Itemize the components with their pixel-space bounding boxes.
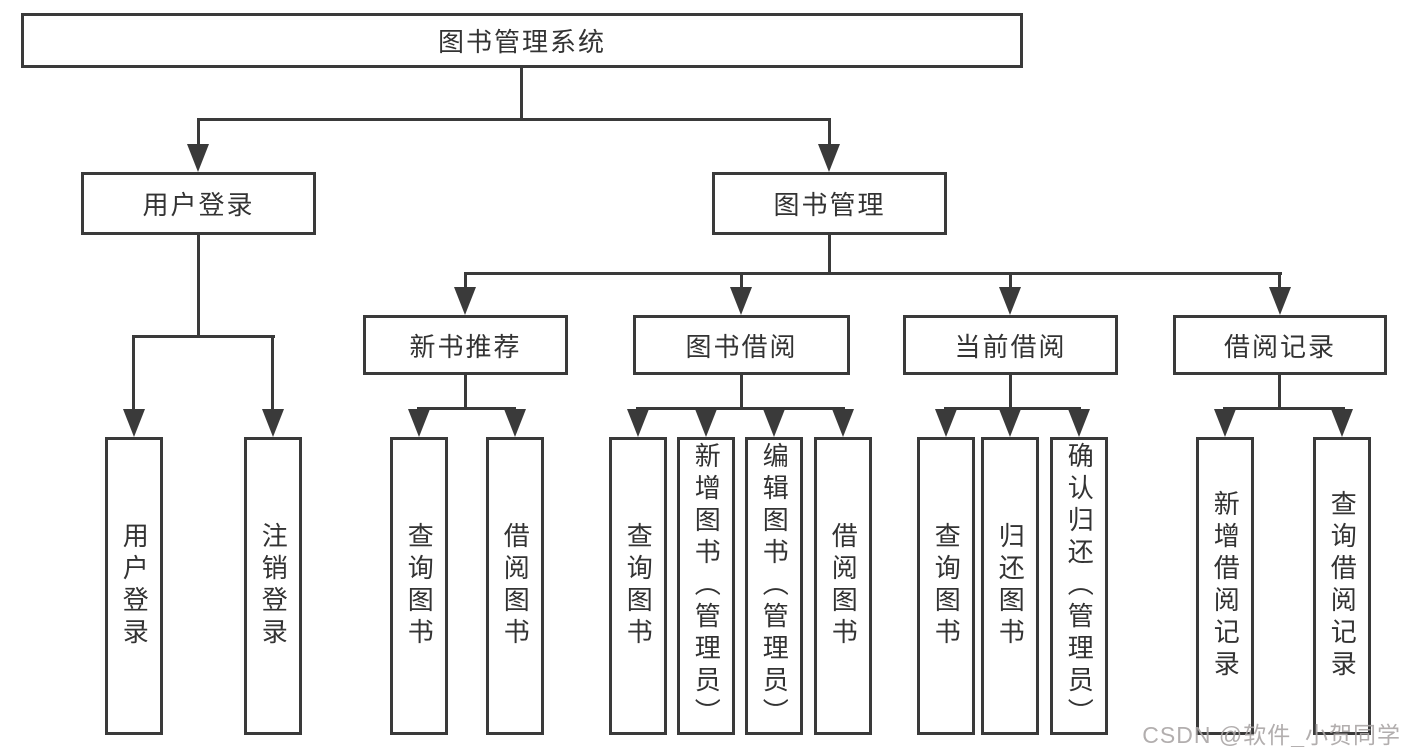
connector-line bbox=[828, 118, 831, 148]
node-leaf-query-books-recommend: 查询图书 bbox=[390, 437, 448, 735]
connector-line bbox=[520, 68, 523, 118]
node-label: 查询图书 bbox=[623, 522, 654, 650]
watermark: CSDN @软件_小贺同学 bbox=[1142, 722, 1401, 747]
node-label: 借阅图书 bbox=[828, 522, 859, 650]
arrow-down-icon bbox=[818, 144, 840, 172]
connector-line bbox=[740, 272, 743, 289]
node-label: 借阅图书 bbox=[500, 522, 531, 650]
connector-line bbox=[417, 407, 516, 410]
node-new-book-recommend: 新书推荐 bbox=[363, 315, 568, 375]
connector-line bbox=[1009, 272, 1012, 289]
node-label: 归还图书 bbox=[995, 522, 1026, 650]
connector-line bbox=[636, 407, 845, 410]
node-leaf-query-borrow-record: 查询借阅记录 bbox=[1313, 437, 1371, 735]
arrow-down-icon bbox=[695, 409, 717, 437]
connector-line bbox=[1278, 272, 1281, 289]
connector-line bbox=[740, 375, 743, 407]
connector-line bbox=[944, 407, 1081, 410]
node-label: 注销登录 bbox=[258, 522, 289, 650]
connector-line bbox=[1278, 375, 1281, 407]
arrow-down-icon bbox=[1331, 409, 1353, 437]
arrow-down-icon bbox=[123, 409, 145, 437]
node-leaf-add-book-admin: 新增图书（管理员） bbox=[677, 437, 735, 735]
node-library-management-system: 图书管理系统 bbox=[21, 13, 1023, 68]
arrow-down-icon bbox=[262, 409, 284, 437]
node-leaf-query-books-current: 查询图书 bbox=[917, 437, 975, 735]
arrow-down-icon bbox=[1269, 287, 1291, 315]
node-label: 新增图书（管理员） bbox=[691, 442, 722, 730]
node-label: 图书管理 bbox=[773, 190, 886, 220]
node-label: 编辑图书（管理员） bbox=[759, 442, 790, 730]
arrow-down-icon bbox=[999, 409, 1021, 437]
arrow-down-icon bbox=[763, 409, 785, 437]
node-label: 用户登录 bbox=[142, 190, 255, 220]
arrow-down-icon bbox=[504, 409, 526, 437]
node-label: 图书管理系统 bbox=[437, 27, 606, 57]
node-label: 图书借阅 bbox=[685, 331, 798, 362]
node-label: 借阅记录 bbox=[1223, 331, 1336, 362]
connector-line bbox=[197, 118, 831, 121]
node-leaf-confirm-return-admin: 确认归还（管理员） bbox=[1050, 437, 1108, 735]
node-leaf-edit-book-admin: 编辑图书（管理员） bbox=[745, 437, 803, 735]
connector-line bbox=[271, 335, 274, 411]
arrow-down-icon bbox=[187, 144, 209, 172]
connector-line bbox=[828, 235, 831, 272]
arrow-down-icon bbox=[627, 409, 649, 437]
connector-line bbox=[132, 335, 135, 411]
node-leaf-return-books: 归还图书 bbox=[981, 437, 1039, 735]
node-label: 查询图书 bbox=[931, 522, 962, 650]
arrow-down-icon bbox=[730, 287, 752, 315]
connector-line bbox=[1223, 407, 1345, 410]
node-leaf-borrow-books-recommend: 借阅图书 bbox=[486, 437, 544, 735]
node-leaf-borrow-books-borrowing: 借阅图书 bbox=[814, 437, 872, 735]
connector-line bbox=[464, 375, 467, 407]
node-leaf-query-books-borrowing: 查询图书 bbox=[609, 437, 667, 735]
arrow-down-icon bbox=[1068, 409, 1090, 437]
node-borrowing-records: 借阅记录 bbox=[1173, 315, 1387, 375]
connector-line bbox=[132, 335, 275, 338]
node-current-borrowing: 当前借阅 bbox=[903, 315, 1118, 375]
node-leaf-logout: 注销登录 bbox=[244, 437, 302, 735]
node-label: 查询借阅记录 bbox=[1327, 490, 1358, 682]
node-label: 查询图书 bbox=[404, 522, 435, 650]
node-label: 新增借阅记录 bbox=[1210, 490, 1241, 682]
node-label: 用户登录 bbox=[119, 522, 150, 650]
arrow-down-icon bbox=[1214, 409, 1236, 437]
connector-line bbox=[464, 272, 467, 289]
connector-line bbox=[464, 272, 1282, 275]
node-user-login: 用户登录 bbox=[81, 172, 316, 235]
arrow-down-icon bbox=[454, 287, 476, 315]
node-label: 确认归还（管理员） bbox=[1064, 442, 1095, 730]
node-leaf-add-borrow-record: 新增借阅记录 bbox=[1196, 437, 1254, 735]
arrow-down-icon bbox=[408, 409, 430, 437]
arrow-down-icon bbox=[832, 409, 854, 437]
arrow-down-icon bbox=[935, 409, 957, 437]
node-book-borrowing: 图书借阅 bbox=[633, 315, 850, 375]
connector-line bbox=[197, 118, 200, 148]
node-label: 新书推荐 bbox=[409, 331, 522, 362]
connector-line bbox=[197, 235, 200, 335]
node-book-management: 图书管理 bbox=[712, 172, 947, 235]
arrow-down-icon bbox=[999, 287, 1021, 315]
node-leaf-user-login: 用户登录 bbox=[105, 437, 163, 735]
node-label: 当前借阅 bbox=[954, 331, 1067, 362]
connector-line bbox=[1009, 375, 1012, 407]
